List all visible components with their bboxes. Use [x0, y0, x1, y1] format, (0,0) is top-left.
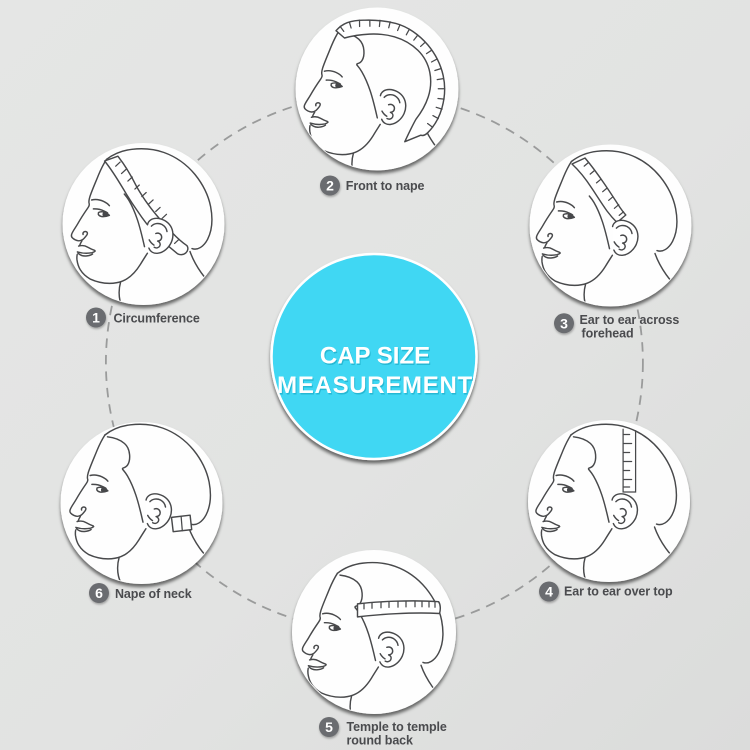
svg-text:Circumference: Circumference — [114, 312, 200, 326]
svg-text:Ear to ear over top: Ear to ear over top — [564, 585, 673, 599]
svg-text:1: 1 — [92, 310, 100, 326]
svg-text:4: 4 — [545, 584, 553, 600]
svg-text:MEASUREMENT: MEASUREMENT — [277, 372, 473, 399]
svg-text:MEASUREMENT: MEASUREMENT — [278, 374, 474, 401]
svg-text:Ear to ear across: Ear to ear across — [580, 313, 680, 327]
svg-text:Nape of neck: Nape of neck — [115, 587, 192, 601]
svg-text:3: 3 — [560, 315, 568, 331]
svg-text:CAP SIZE: CAP SIZE — [321, 344, 431, 371]
svg-text:Temple to temple: Temple to temple — [347, 720, 447, 734]
svg-text:6: 6 — [95, 585, 103, 601]
svg-text:CAP SIZE: CAP SIZE — [320, 343, 430, 370]
svg-text:round back: round back — [347, 734, 414, 748]
svg-text:2: 2 — [326, 178, 334, 194]
svg-text:forehead: forehead — [582, 327, 634, 341]
svg-text:5: 5 — [325, 719, 333, 735]
svg-text:Front to nape: Front to nape — [346, 179, 425, 193]
